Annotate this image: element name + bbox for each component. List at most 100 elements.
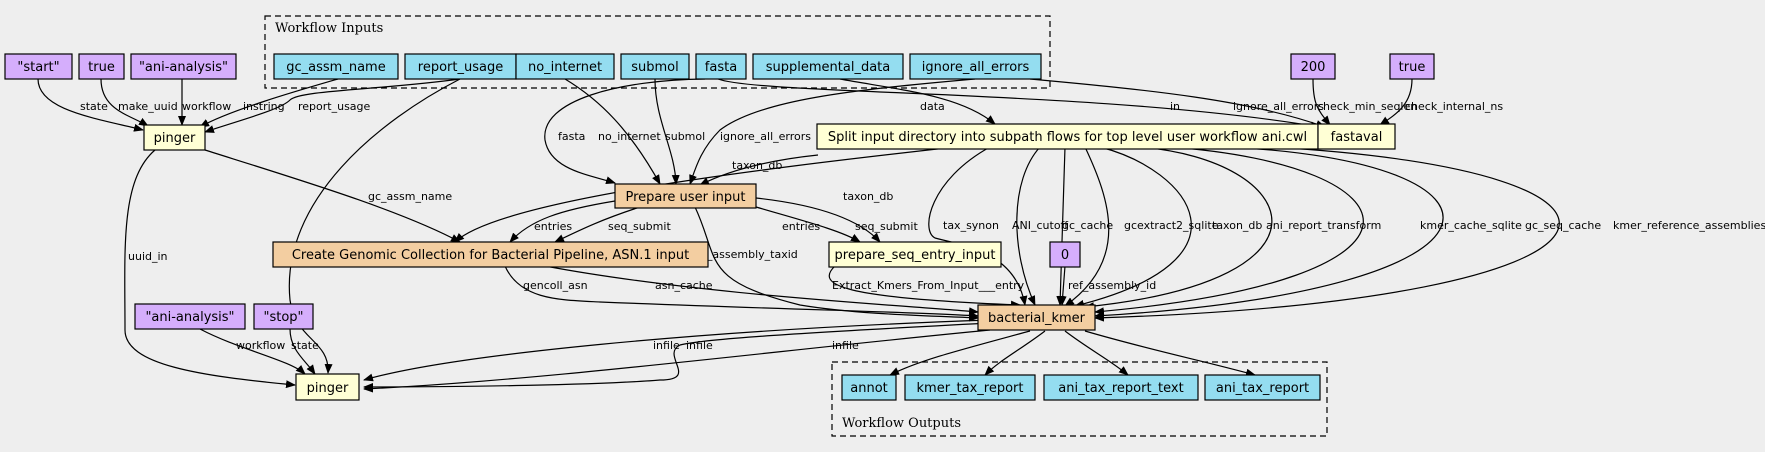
node-start-constant[interactable]: "start" [4,53,73,80]
subworkflow-create-genomic-collection[interactable]: Create Genomic Collection for Bacterial … [272,241,709,268]
step-fastaval[interactable]: fastaval [1317,123,1396,150]
edge-label-gc-seq-cache: gc_seq_cache [1525,219,1601,232]
step-pinger-2-label: pinger [307,381,349,396]
node-stop-label: "stop" [263,310,303,325]
node-true-constant-2[interactable]: true [1389,53,1435,80]
workflow-outputs-cluster: Workflow Outputs [831,361,1328,437]
edge-prepare-prepseq2 [755,197,881,243]
workflow-inputs-cluster: Workflow Inputs [264,15,1051,89]
input-ignore-all-errors-label: ignore_all_errors [922,60,1030,75]
edge-split-kmer4 [1064,146,1110,307]
edge-submol-prepare [654,78,680,185]
edge-label-state: state [80,100,108,113]
edge-label-kmer-cache-sqlite: kmer_cache_sqlite [1420,219,1522,232]
edge-true2-fastaval [1379,78,1413,126]
edge-label-taxon-db-2: taxon_db [843,190,893,203]
input-report-usage-label: report_usage [418,60,503,75]
edge-prepare-genomic2 [554,206,641,243]
input-no-internet[interactable]: no_internet [515,53,615,80]
edge-split-prepare1 [699,154,819,186]
edge-split-kmer6 [1084,146,1273,311]
node-ani-analysis-constant-2[interactable]: "ani-analysis" [134,303,246,330]
edge-split-kmer2 [1016,146,1041,306]
edge-prepare-genomic1 [509,200,616,243]
workflow-inputs-title: Workflow Inputs [275,21,383,36]
edge-pinger1-pinger2 [124,149,296,389]
edge-labels: state make_uuid workflow instring report… [80,100,1765,352]
node-200-constant[interactable]: 200 [1290,53,1336,80]
edge-label-gencoll-asn: gencoll_asn [523,279,588,292]
node-0-constant[interactable]: 0 [1049,241,1081,268]
edge-label-state-2: state [291,339,319,352]
output-kmer-tax-report[interactable]: kmer_tax_report [904,374,1036,401]
edge-label-data: data [920,100,945,113]
node-stop-constant[interactable]: "stop" [253,303,314,330]
edge-start-pinger1 [37,78,144,132]
edge-label-workflow-2: workflow [236,339,285,352]
node-true-label-2: true [1399,60,1426,75]
edge-report_usage-pinger1 [204,78,461,133]
node-ani-analysis-constant-1[interactable]: "ani-analysis" [130,53,237,80]
edge-kmer-pinger2-1 [363,319,991,382]
edge-label-ignore-all-errors-fastaval: ignore_all_errors [1233,100,1324,113]
input-gc-assm-name[interactable]: gc_assm_name [273,53,399,80]
output-ani-tax-report-text[interactable]: ani_tax_report_text [1043,374,1199,401]
input-supplemental-data[interactable]: supplemental_data [752,53,904,80]
edge-label-entries-1: entries [534,220,572,233]
subworkflow-bacterial-kmer-label: bacterial_kmer [988,311,1086,326]
edge-pinger1-genomic [204,149,461,243]
edge-fasta-prepare [544,78,706,185]
nodes: "start" true "ani-analysis" gc_assm_name… [4,53,1435,401]
node-ani-analysis-label-2: "ani-analysis" [145,310,234,325]
edge-ani2-pinger2 [199,328,306,375]
workflow-outputs-title: Workflow Outputs [842,416,961,431]
output-ani-tax-report[interactable]: ani_tax_report [1204,374,1321,401]
output-annot[interactable]: annot [841,374,897,401]
edge-label-ref-assembly-id: ref_assembly_id [1068,279,1156,292]
step-pinger-1[interactable]: pinger [143,124,206,151]
subworkflow-create-genomic-collection-label: Create Genomic Collection for Bacterial … [292,248,689,263]
edge-kmer-pinger2-2 [363,322,991,391]
input-report-usage[interactable]: report_usage [404,53,517,80]
edge-label-ref-assembly-taxid: ref_assembly_taxid [692,248,798,261]
edge-label-report-usage: report_usage [298,100,371,113]
edge-label-workflow: workflow [182,100,231,113]
output-ani-tax-report-label: ani_tax_report [1216,381,1309,396]
input-submol[interactable]: submol [620,53,690,80]
edge-label-infile-1: infile [653,339,680,352]
edge-zero-kmer [1058,265,1067,306]
edge-split-kmer3 [1056,146,1066,306]
input-ignore-all-errors[interactable]: ignore_all_errors [909,53,1042,80]
input-fasta-label: fasta [705,60,737,75]
edge-200-fastaval [1312,78,1331,126]
step-pinger-2[interactable]: pinger [295,373,360,401]
edge-genomic-kmer1 [504,265,979,320]
edge-true1-pinger1 [100,78,149,127]
subworkflow-bacterial-kmer[interactable]: bacterial_kmer [977,304,1096,331]
edge-label-uuid-in: uuid_in [128,250,168,263]
edge-label-gcextract2-sqlite: gcextract2_sqlite [1124,219,1219,232]
edge-kmer-kmer_tax_report [984,330,1046,376]
edge-supplemental-split [839,78,996,125]
node-true-constant-1[interactable]: true [78,53,125,80]
subworkflow-prepare-user-input[interactable]: Prepare user input [614,183,757,209]
edge-label-taxon-db-3: taxon_db [1212,219,1262,232]
edge-label-make-uuid: make_uuid [118,100,178,113]
edge-label-extract-kmers: Extract_Kmers_From_Input___entry [832,279,1025,292]
node-200-label: 200 [1301,60,1326,75]
node-ani-analysis-label-1: "ani-analysis" [139,60,228,75]
edge-label-gc-assm-name: gc_assm_name [368,190,452,203]
edge-stop-pinger2 [289,328,316,375]
step-split-input-directory[interactable]: Split input directory into subpath flows… [816,123,1319,150]
input-fasta[interactable]: fasta [695,53,747,80]
edge-label-kmer-reference-assemblies: kmer_reference_assemblies [1613,219,1765,232]
edge-prepare-prepseq1 [755,206,861,243]
edge-prepare-kmer [694,206,979,322]
step-prepare-seq-entry-input[interactable]: prepare_seq_entry_input [828,241,1002,268]
edge-split-kmer8 [1094,146,1444,320]
subworkflow-prepare-user-input-label: Prepare user input [625,190,745,205]
edge-split-kmer5 [1074,146,1192,308]
node-true-label-1: true [88,60,115,75]
edge-label-ignore-all-errors-prepare: ignore_all_errors [720,130,811,143]
